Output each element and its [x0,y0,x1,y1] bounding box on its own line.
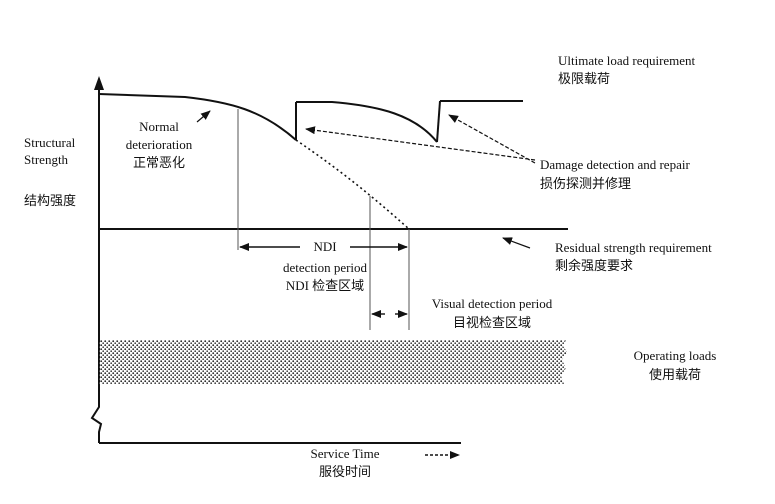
y-axis-label-zh: 结构强度 [24,193,77,208]
restored-curve [296,101,438,143]
damage-detection-label-en: Damage detection and repair [540,157,690,172]
ndi-period-label-zh: NDI 检查区域 [285,278,365,293]
deterioration-curve [98,93,297,141]
residual-strength-label-zh: 剩余强度要求 [555,258,634,273]
visual-period-label-zh: 目视检查区域 [452,315,531,330]
damage-detection-label-zh: 损伤探测并修理 [540,176,632,191]
curve-label-en-2: deterioration [125,137,193,152]
damage-pointer-2 [448,114,536,164]
deterioration-curve-extension [295,139,410,230]
repair-step-2 [436,100,441,143]
y-axis-arrowhead [94,76,104,90]
ultimate-load-label-zh: 极限载荷 [558,71,611,86]
curve-label-zh: 正常恶化 [132,155,185,170]
x-axis-label-zh: 服役时间 [318,464,371,479]
y-axis-line [90,84,103,443]
residual-strength-label-en: Residual strength requirement [555,240,712,255]
y-axis-label-en-2: Strength [24,152,69,167]
ndi-period-label-abbrev: NDI [313,239,337,254]
visual-period-label-en: Visual detection period [431,296,553,311]
operating-loads-label-zh: 使用载荷 [648,367,701,382]
ultimate-load-label-en: Ultimate load requirement [558,53,696,68]
normal-deterioration-pointer [196,110,211,123]
curve-label-en-1: Normal [139,119,179,134]
y-axis-label-en-1: Structural [24,135,76,150]
damage-pointer-1 [305,126,536,161]
ndi-period-label-en: detection period [282,260,368,275]
residual-pointer [502,237,531,249]
operating-loads-label-en: Operating loads [633,348,717,363]
x-axis-label-en: Service Time [310,446,380,461]
operating-loads-band [99,340,567,384]
